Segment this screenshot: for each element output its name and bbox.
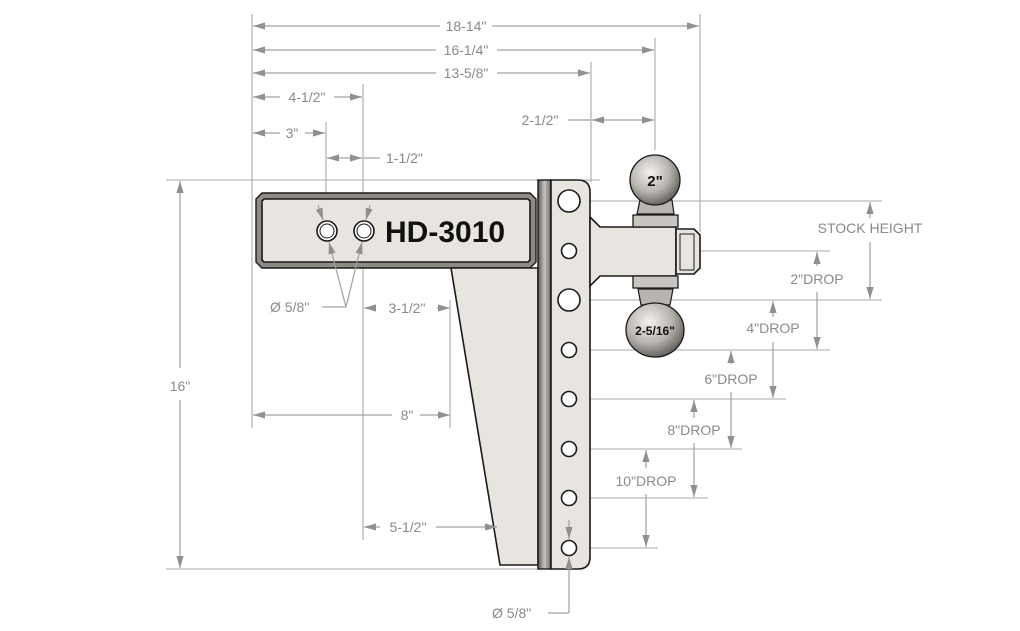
ball-mount: 2" 2-5/16" [589,154,701,358]
dim-length-to-receiver: 13-5/8" [253,65,590,81]
pin-hole-diameter-label: Ø 5/8" [270,299,309,315]
dim-gusset-top: 3-1/2" [364,300,450,316]
gusset [450,267,539,566]
model-label: HD-3010 [385,216,505,249]
dim-label: 4-1/2" [289,89,326,105]
bottom-ball [625,302,685,358]
pin-hole-leaders: Ø 5/8" [270,204,373,315]
dim-label: 6"DROP [704,371,757,387]
receiver-hole [560,539,578,557]
dim-label: 2-1/2" [522,112,559,128]
dim-drop-4: 4"DROP [746,301,800,398]
dim-drop-2: 2"DROP [790,252,844,349]
dim-shank-to-gusset: 8" [253,407,450,423]
drop-bar [537,179,591,570]
dim-label: 16" [170,378,191,394]
bottom-ball-label: 2-5/16" [635,324,675,338]
top-ball [629,154,681,206]
dim-length-to-top-ball: 16-1/4" [253,42,654,58]
dim-label: 3-1/2" [389,300,426,316]
bottom-hole-diameter-label: Ø 5/8" [492,605,531,621]
dim-label: 1-1/2" [386,150,423,166]
dim-bottom-hole: Ø 5/8" [492,520,573,621]
receiver-hole [560,341,578,359]
dim-label: 13-5/8" [444,65,489,81]
dim-label: 4"DROP [746,320,799,336]
dim-drop-8: 8"DROP [667,400,721,497]
dim-label: 10"DROP [616,473,677,489]
dim-overall-height: 16" [170,181,191,568]
dim-label: 8" [401,407,414,423]
dim-drop-10: 10"DROP [616,450,677,547]
dim-pin-hole-2-offset: 4-1/2" [253,89,362,105]
dim-shank-extension: 2-1/2" [522,112,654,128]
dim-label: 3" [286,125,299,141]
dim-label: 18-14" [446,18,487,34]
top-ball-label: 2" [647,173,662,190]
receiver-hole [557,189,581,213]
dim-label: 5-1/2" [390,519,427,535]
dim-label: 16-1/4" [444,42,489,58]
receiver-hole [557,288,581,312]
dim-gusset-bottom: 5-1/2" [364,519,497,535]
receiver-hole [560,242,578,260]
receiver-hole [560,440,578,458]
dim-label: STOCK HEIGHT [818,220,923,236]
dim-label: 8"DROP [667,422,720,438]
shank-bar: HD-3010 [255,192,537,269]
dim-label: 2"DROP [790,271,843,287]
dim-drop-6: 6"DROP [704,351,758,448]
dim-pin-hole-spacing: 1-1/2" [327,150,423,166]
dim-stock-height: STOCK HEIGHT [818,202,923,299]
dim-pin-hole-1-offset: 3" [253,125,325,141]
dim-overall-length: 18-14" [253,18,699,34]
receiver-hole [560,390,578,408]
receiver-hole [560,489,578,507]
